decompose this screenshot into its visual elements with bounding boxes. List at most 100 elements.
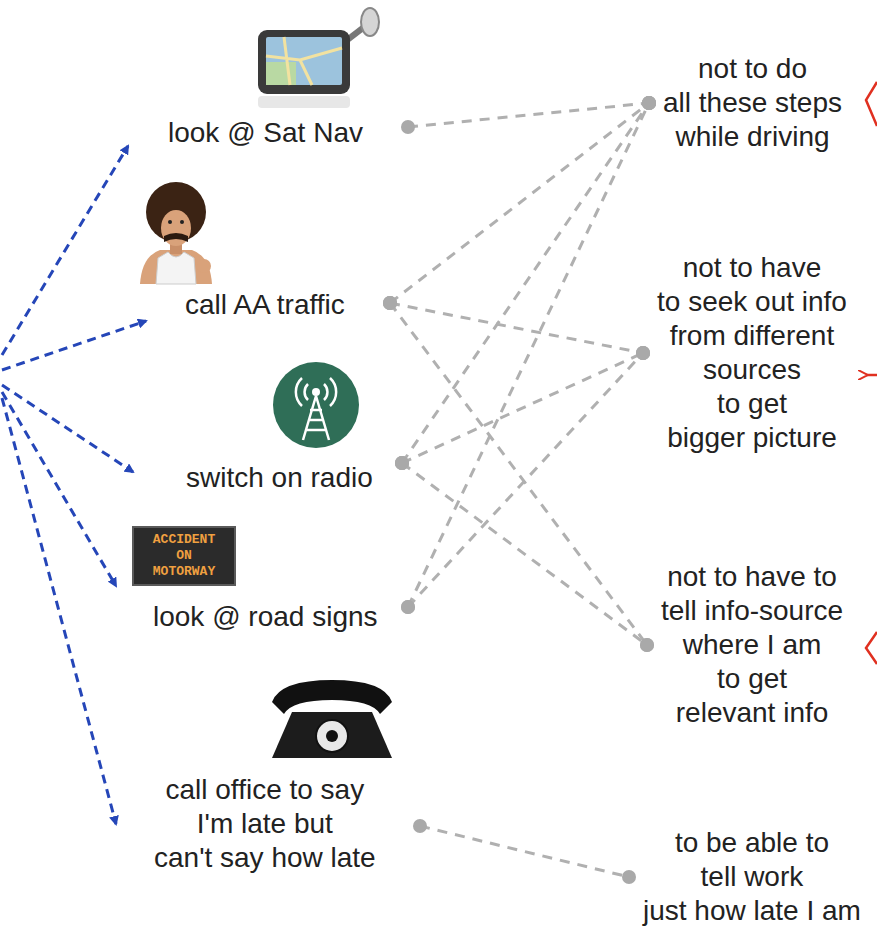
text-line: not to have — [657, 251, 847, 285]
radio-tower-frame — [303, 396, 329, 440]
text-line: tell work — [643, 860, 861, 894]
sat-nav-icon — [258, 8, 379, 108]
action-text: call AA traffic — [183, 288, 347, 322]
dashed-connector — [408, 103, 649, 127]
connector-dot — [642, 96, 656, 110]
dashed-arrow — [2, 146, 128, 355]
source-arrows — [2, 146, 146, 824]
text-line: can't say how late — [154, 841, 376, 875]
red-arrow-stub — [866, 82, 877, 126]
figure-shoulders — [140, 250, 212, 284]
radio-icon — [273, 362, 359, 448]
connector-dot — [401, 600, 415, 614]
dashed-arrow — [2, 321, 146, 370]
dashed-connector — [408, 103, 649, 607]
connector-dot — [395, 456, 409, 470]
connector-dot — [642, 96, 656, 110]
telephone-icon — [272, 680, 392, 758]
dashed-arrow — [2, 385, 133, 472]
radio-icon-disc — [273, 362, 359, 448]
action-text: call office to say I'm late but can't sa… — [152, 773, 378, 875]
radio-wave-inner — [305, 384, 328, 400]
dashed-arrow — [2, 398, 116, 824]
node-text: call office to say I'm late but can't sa… — [154, 773, 376, 875]
text-line: from different — [657, 319, 847, 353]
text-line: not to have to — [661, 560, 843, 594]
text-line: to be able to — [643, 826, 861, 860]
sat-nav-suction-cup — [361, 8, 379, 36]
goal-text: to be able to tell work just how late I … — [641, 826, 863, 928]
dashed-connector — [402, 463, 647, 645]
telephone-dial-center — [326, 730, 338, 742]
sign-label-box: ACCIDENT ON MOTORWAY — [133, 527, 235, 585]
connector-dot — [401, 600, 415, 614]
node-text: to be able to tell work just how late I … — [643, 826, 861, 928]
telephone-dial — [316, 720, 348, 752]
goal-text: not to have to tell info-source where I … — [659, 560, 845, 730]
text-line: to seek out info — [657, 285, 847, 319]
text-line: call office to say — [154, 773, 376, 807]
text-line: I'm late but — [154, 807, 376, 841]
text-line: all these steps — [663, 86, 842, 120]
node-text: not to have to tell info-source where I … — [661, 560, 843, 730]
connector-dot — [401, 120, 415, 134]
connector-dot — [395, 456, 409, 470]
sat-nav-map-roads — [266, 37, 342, 85]
figure-face — [161, 210, 191, 246]
connector-dot — [636, 346, 650, 360]
connector-dot — [642, 96, 656, 110]
text-line: bigger picture — [657, 421, 847, 455]
connector-dot — [622, 870, 636, 884]
connector-dot — [640, 638, 654, 652]
text-line: tell info-source — [661, 594, 843, 628]
dashed-arrow — [2, 392, 116, 586]
text-line: just how late I am — [643, 894, 861, 928]
connector-dot — [636, 346, 650, 360]
goal-text: not to do all these steps while driving — [661, 52, 844, 154]
telephone-body — [272, 712, 392, 758]
node-text: look @ road signs — [153, 600, 378, 634]
sat-nav-map-area — [266, 62, 296, 85]
text-line: to get — [661, 662, 843, 696]
action-text: switch on radio — [184, 461, 375, 495]
telephone-handset — [272, 680, 392, 714]
text-line: relevant info — [661, 696, 843, 730]
sign-text: ACCIDENT ON MOTORWAY — [148, 532, 220, 580]
connector-dot — [383, 296, 397, 310]
road-sign-icon — [133, 527, 235, 585]
road-sign-panel — [133, 527, 235, 585]
figure-hand — [197, 259, 211, 273]
dashed-connector — [408, 353, 643, 607]
node-text: call AA traffic — [185, 288, 345, 322]
node-text: switch on radio — [186, 461, 373, 495]
sat-nav-screen — [266, 37, 342, 85]
node-text: not to do all these steps while driving — [663, 52, 842, 154]
text-line: while driving — [663, 120, 842, 154]
radio-tower-tip — [312, 388, 320, 396]
text-line: not to do — [663, 52, 842, 86]
text-line: sources — [657, 353, 847, 387]
dashed-connector — [420, 826, 629, 877]
connector-dot — [383, 296, 397, 310]
figure-eye — [180, 220, 184, 224]
figure-mustache — [164, 233, 188, 242]
sat-nav-body — [258, 30, 350, 94]
offpage-arrows — [866, 82, 877, 664]
text-line: to get — [657, 387, 847, 421]
goal-text: not to have to seek out info from differ… — [655, 251, 849, 455]
figure-tank-top — [156, 252, 196, 284]
node-text: not to have to seek out info from differ… — [657, 251, 847, 455]
radio-wave-outer — [296, 378, 336, 406]
figure-eye — [168, 220, 172, 224]
red-arrow-stub — [866, 374, 877, 377]
dashed-connector — [390, 303, 643, 353]
traffic-caller-figure — [140, 182, 212, 284]
red-arrow-stub — [866, 632, 877, 664]
radio-tower — [296, 378, 336, 440]
action-text: look @ road signs — [151, 600, 380, 634]
connector-dot — [640, 638, 654, 652]
connector-dot — [383, 296, 397, 310]
connector-dot — [395, 456, 409, 470]
